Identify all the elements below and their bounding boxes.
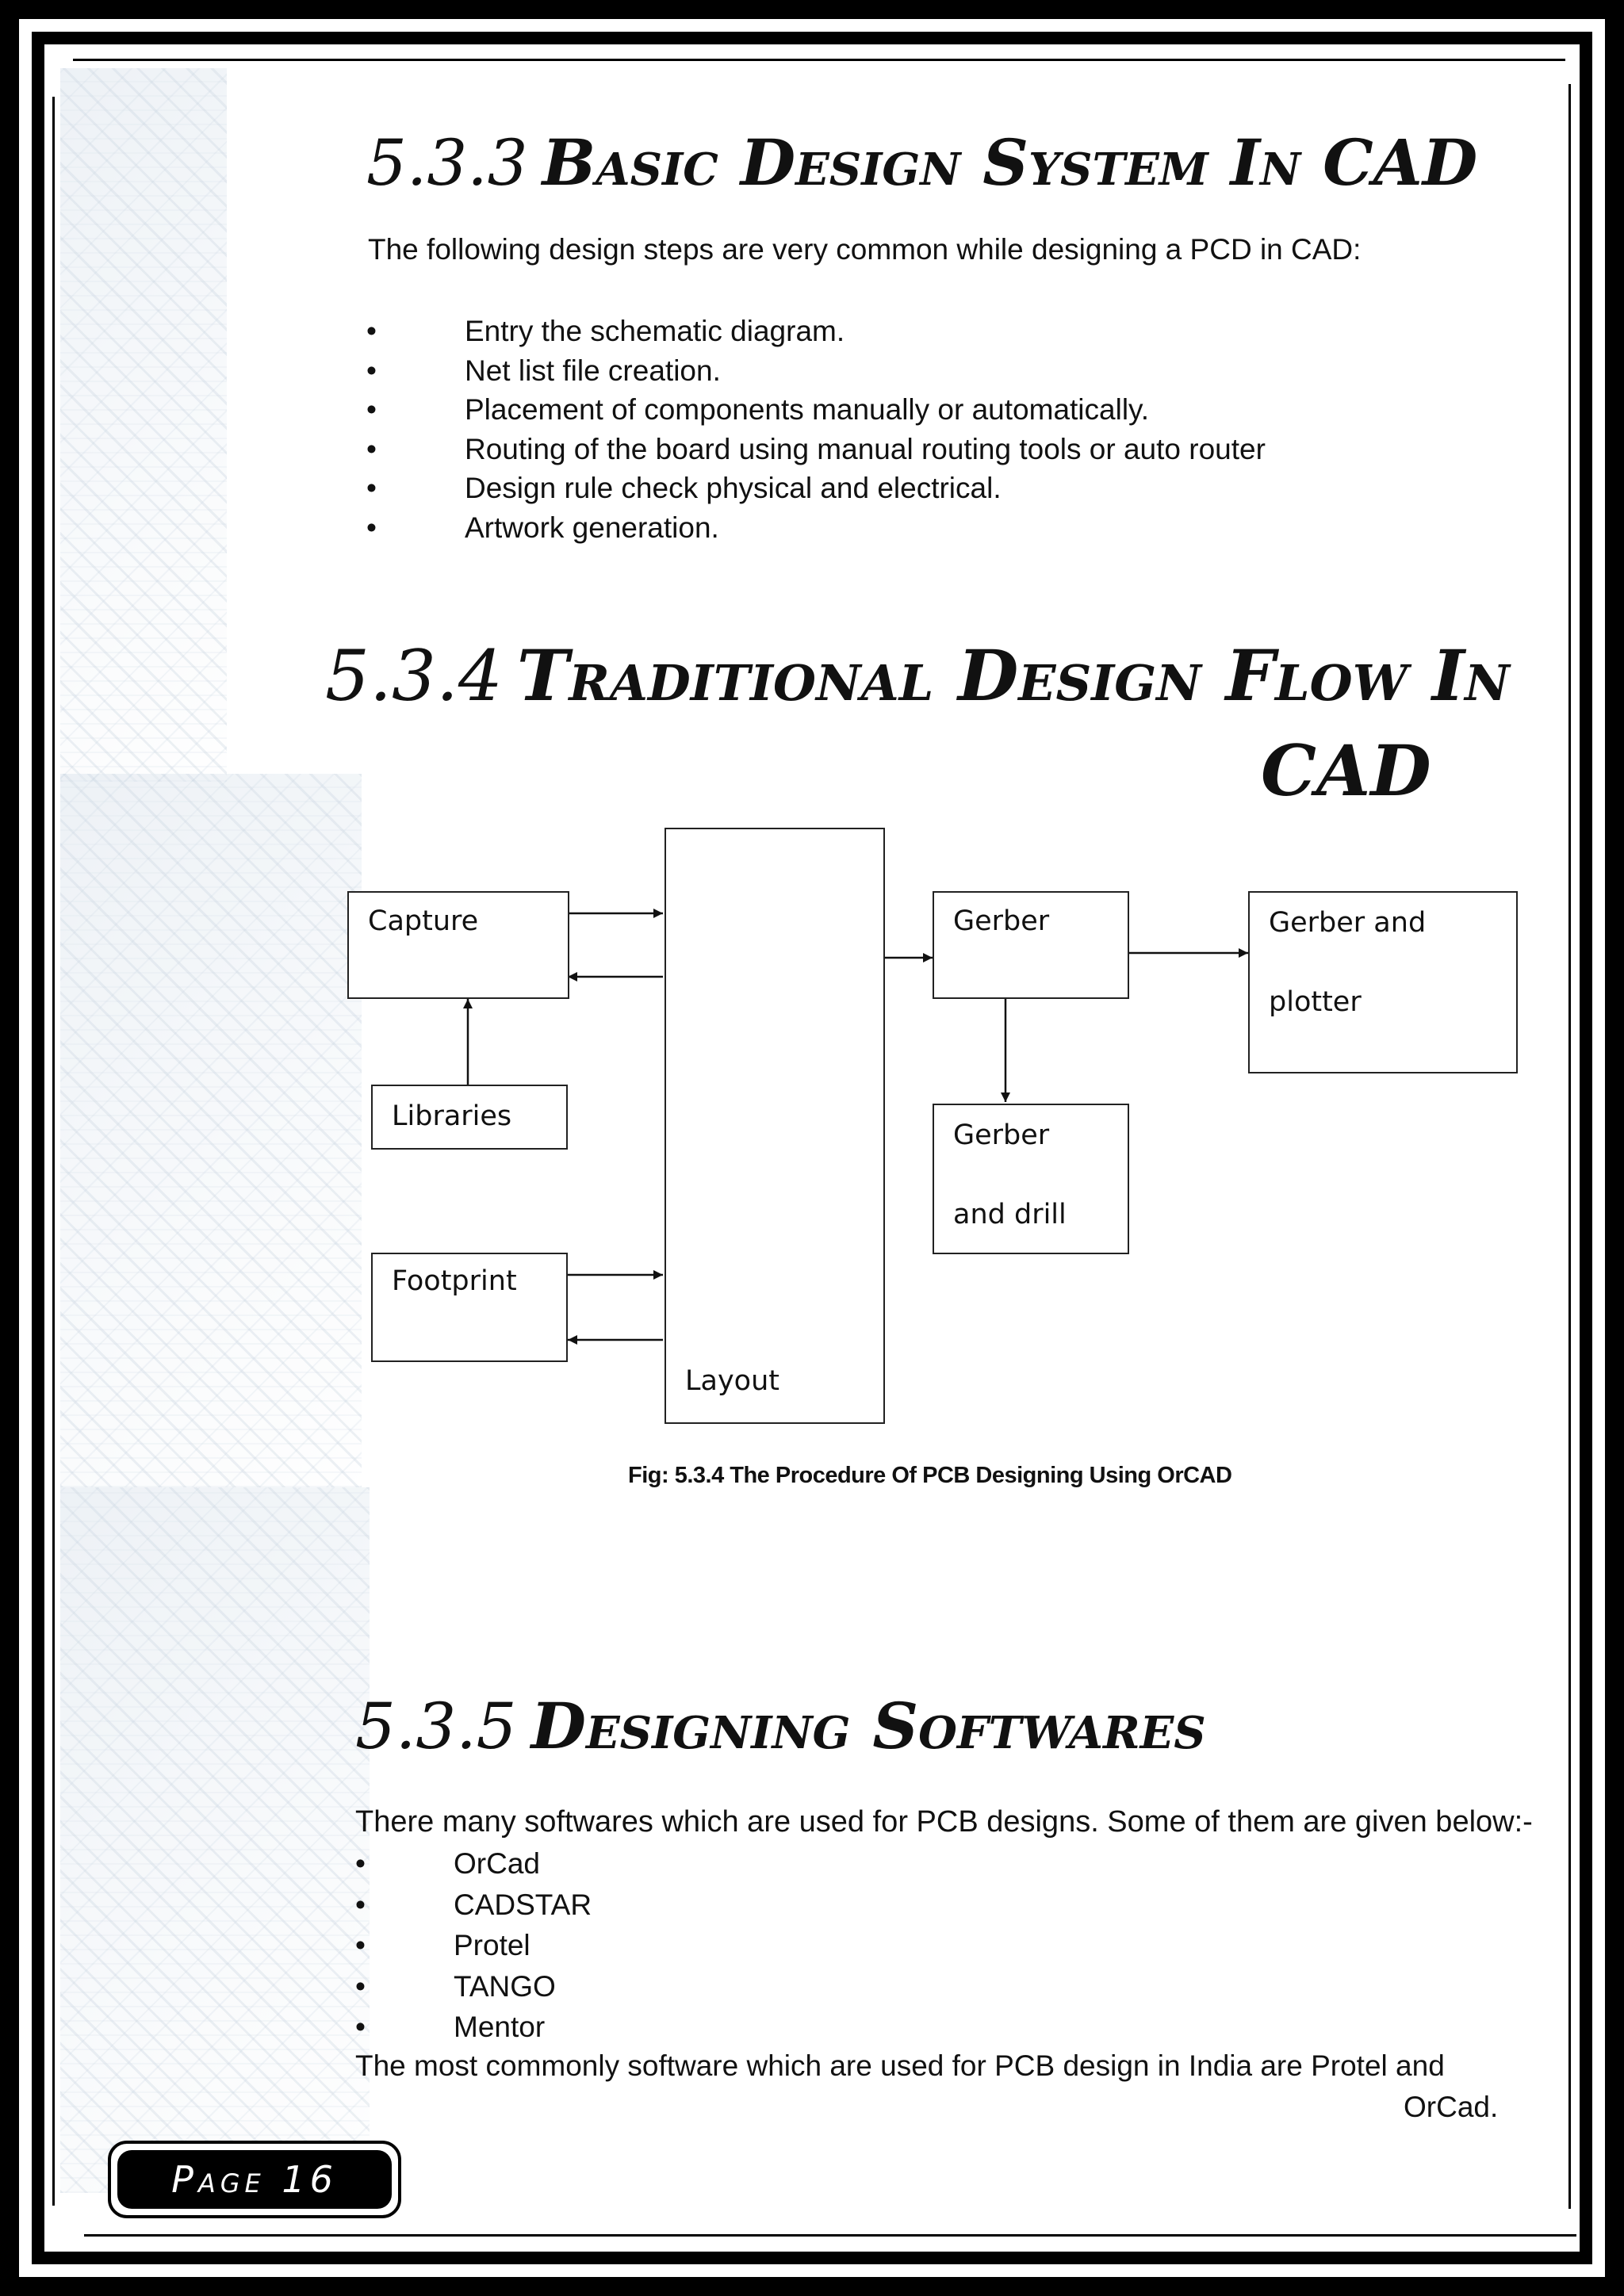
circuit-decoration-top (60, 68, 227, 782)
list-item-text: Mentor (454, 2011, 546, 2043)
bullet-icon: • (355, 1969, 366, 2003)
list-item-text: CADSTAR (454, 1888, 592, 1921)
software-list: • OrCad • CADSTAR • Protel • TANGO • Mentor (355, 1843, 990, 2048)
list-item: • Design rule check physical and electric… (366, 469, 1477, 508)
section-534-heading-line2: CAD (1261, 729, 1431, 812)
bullet-icon: • (355, 2011, 366, 2043)
list-item: • TANGO (355, 1966, 990, 2007)
section-533-intro: The following design steps are very comm… (368, 233, 1362, 266)
list-item: • Mentor (355, 2007, 990, 2048)
capture-label: Capture (368, 905, 479, 937)
bullet-icon: • (355, 1929, 366, 1961)
gerber-drill-box: Gerber and drill (933, 1104, 1129, 1254)
circuit-decoration-middle (60, 774, 362, 1487)
list-item: • Placement of components manually or aut… (366, 390, 1477, 430)
section-533-title: Basic Design System In CAD (542, 125, 1478, 200)
list-item-text: Entry the schematic diagram. (465, 315, 845, 347)
right-rule (1568, 84, 1571, 2209)
page-number-badge: Page 16 (108, 2141, 401, 2218)
section-534-number: 5.3.4 (325, 635, 503, 717)
section-535-number: 5.3.5 (355, 1689, 517, 1763)
gerber-box: Gerber (933, 891, 1129, 999)
layout-box: Layout (665, 828, 885, 1424)
design-flow-diagram: Capture Libraries Footprint Layout Gerbe… (341, 823, 1522, 1433)
list-item-text: Protel (454, 1929, 530, 1961)
bullet-icon: • (366, 354, 377, 387)
section-533-number: 5.3.3 (366, 126, 528, 200)
figure-caption: Fig: 5.3.4 The Procedure Of PCB Designin… (628, 1463, 1232, 1488)
bullet-icon: • (366, 315, 377, 347)
section-535-closing-line1: The most commonly software which are use… (355, 2049, 1445, 2082)
list-item-text: TANGO (454, 1969, 556, 2003)
libraries-label: Libraries (392, 1100, 512, 1132)
page (44, 44, 1580, 2252)
capture-box: Capture (347, 891, 569, 999)
bullet-icon: • (366, 393, 377, 426)
section-535-intro: There many softwares which are used for … (355, 1805, 1533, 1839)
design-steps-list: • Entry the schematic diagram. • Net list … (366, 312, 1477, 547)
list-item: • Routing of the board using manual routi… (366, 430, 1477, 469)
page-number-label: Page 16 (117, 2150, 392, 2209)
circuit-decoration-bottom (60, 1487, 370, 2193)
bullet-icon: • (355, 1847, 366, 1880)
list-item: • CADSTAR (355, 1885, 990, 1926)
left-rule (52, 97, 55, 2206)
list-item: • Artwork generation. (366, 508, 1477, 548)
layout-label: Layout (685, 1365, 779, 1397)
gerber-label: Gerber (953, 905, 1050, 937)
gerber-drill-label: Gerber and drill (953, 1119, 1067, 1230)
section-535-closing-line2: OrCad. (1404, 2091, 1499, 2123)
footprint-label: Footprint (392, 1265, 517, 1297)
list-item-text: Routing of the board using manual routin… (465, 432, 1266, 465)
list-item-text: Placement of components manually or auto… (465, 393, 1150, 426)
section-535-title: Designing Softwares (530, 1689, 1206, 1763)
bottom-rule (84, 2234, 1576, 2237)
list-item: • Entry the schematic diagram. (366, 312, 1477, 351)
list-item-text: Net list file creation. (465, 354, 721, 387)
libraries-box: Libraries (371, 1085, 568, 1150)
top-rule (73, 59, 1565, 61)
list-item-text: OrCad (454, 1847, 540, 1880)
bullet-icon: • (355, 1888, 366, 1921)
bullet-icon: • (366, 432, 377, 465)
diagram-arrows (463, 909, 1248, 1345)
bullet-icon: • (366, 472, 377, 504)
footprint-box: Footprint (371, 1253, 568, 1362)
list-item-text: Design rule check physical and electrica… (465, 472, 1002, 504)
bullet-icon: • (366, 511, 377, 544)
list-item: • Protel (355, 1925, 990, 1966)
gerber-plotter-box: Gerber and plotter (1248, 891, 1518, 1073)
section-534-title-line2: CAD (1261, 729, 1431, 812)
list-item: • OrCad (355, 1843, 990, 1885)
list-item: • Net list file creation. (366, 351, 1477, 391)
gerber-plotter-label: Gerber and plotter (1269, 907, 1427, 1018)
section-534-title-line1: Traditional Design Flow In (516, 634, 1510, 717)
list-item-text: Artwork generation. (465, 511, 719, 544)
